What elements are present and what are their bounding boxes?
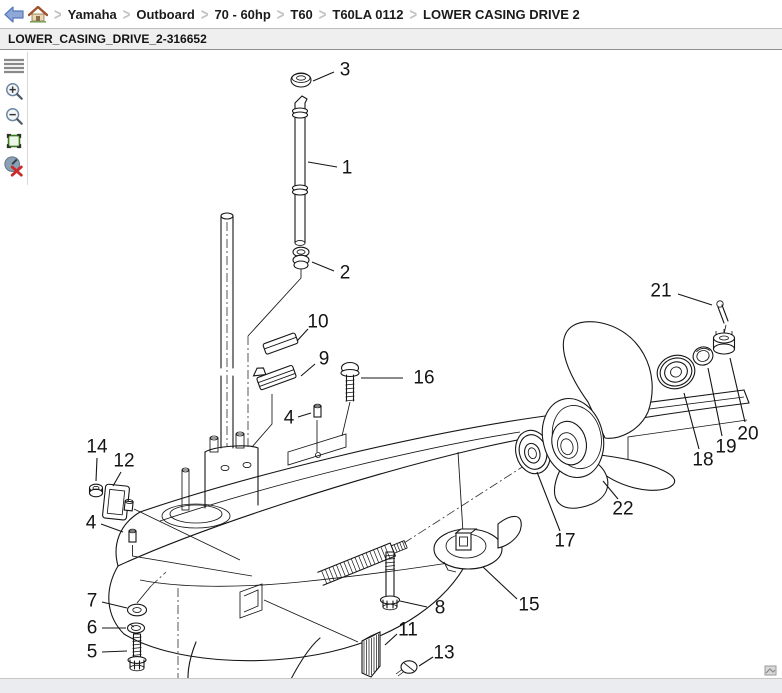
part-callout-8[interactable]: 8 [435,598,446,619]
back-arrow-icon[interactable] [4,5,24,23]
part-leader-20 [729,357,746,423]
damper-part10 [262,332,299,355]
part-leader-11 [384,633,398,646]
part-leader-4 [100,523,124,533]
breadcrumb-item-yamaha[interactable]: Yamaha [67,6,117,22]
cotter-pin-part21 [716,300,729,324]
status-bar [0,678,782,693]
part-callout-22[interactable]: 22 [612,499,633,520]
prop-axis-line [403,461,531,544]
spacer-part17 [515,429,551,475]
dowel-pin-part4-top [313,403,322,418]
bolt-part8 [379,551,401,611]
breadcrumb-separator: > [122,4,131,24]
home-icon[interactable] [28,5,48,23]
washer-part19 [692,346,714,366]
part-callout-16[interactable]: 16 [413,368,434,389]
breadcrumb-item-outboard[interactable]: Outboard [136,6,195,22]
part-leader-1 [307,161,338,168]
propeller-shaft-art [317,540,408,586]
breadcrumb: > Yamaha > Outboard >70 - 60hp > T60 > T60LA 011… [54,4,580,24]
fit-to-screen-icon[interactable] [3,130,25,152]
part-leader-4 [297,412,312,418]
part-leader-5 [101,650,128,653]
part-leader-8 [399,600,428,608]
breadcrumb-item-70-60hp[interactable]: 70 - 60hp [214,6,271,22]
breadcrumb-item-t60la-0112[interactable]: T60LA 0112 [332,6,404,22]
dowel-pin-part4-left [128,528,137,543]
propeller-part22 [541,321,676,509]
magnifier-cancel-icon[interactable] [3,155,25,177]
part-callout-9[interactable]: 9 [319,349,330,370]
water-tube-seal-part3 [290,72,312,88]
tube-bushing-part2 [292,246,310,270]
part-leader-10 [296,328,309,342]
part-callout-3[interactable]: 3 [340,60,351,81]
retainer-part9 [252,364,297,391]
part-leader-19 [707,367,723,437]
part-leader-3 [312,71,335,82]
claw-washer-part15 [433,515,522,573]
part-leader-22 [602,480,619,500]
part-leader-2 [311,261,335,272]
tab-bar: LOWER_CASING_DRIVE_2-316652 [0,28,782,50]
part-leader-7 [101,601,128,609]
part-callout-4[interactable]: 4 [86,513,97,534]
zoom-in-icon[interactable] [3,80,25,102]
viewer-toolbar [0,52,28,185]
part-leader-13 [418,656,434,667]
part-leader-12 [112,471,122,487]
part-callout-13[interactable]: 13 [433,643,454,664]
breadcrumb-separator: > [200,4,209,24]
part-callout-6[interactable]: 6 [87,618,98,639]
breadcrumb-item-lower-casing-drive-2: LOWER CASING DRIVE 2 [423,6,580,22]
breadcrumb-bar: > Yamaha > Outboard >70 - 60hp > T60 > T60LA 011… [0,0,782,28]
nut-part14 [88,483,104,498]
part-callout-19[interactable]: 19 [715,437,736,458]
anode-plate-part12 [102,483,134,521]
zoom-out-icon[interactable] [3,105,25,127]
part-callout-18[interactable]: 18 [692,450,713,471]
part-callout-5[interactable]: 5 [87,642,98,663]
bolt-part5 [127,633,147,672]
driveshaft-art [220,212,234,449]
part-leader-15 [482,566,518,600]
assembly-lines [132,268,727,604]
breadcrumb-separator: > [54,4,62,24]
part-leader-17 [536,471,561,532]
breadcrumb-separator: > [276,4,285,24]
part-callout-17[interactable]: 17 [554,531,575,552]
part-callout-7[interactable]: 7 [87,591,98,612]
breadcrumb-item-t60[interactable]: T60 [290,6,313,22]
part-callout-10[interactable]: 10 [307,312,328,333]
part-callout-1[interactable]: 1 [342,158,353,179]
part-callout-20[interactable]: 20 [737,424,758,445]
menu-lines-icon[interactable] [3,55,25,77]
tab-drawing-name[interactable]: LOWER_CASING_DRIVE_2-316652 [8,32,207,46]
part-leader-9 [300,363,316,377]
washer-part7 [126,603,148,617]
part-callout-14[interactable]: 14 [86,437,108,458]
trim-tab-anode-part11 [361,631,381,678]
part-callout-11[interactable]: 11 [398,620,418,641]
bolt-part16 [340,361,360,402]
screw-part13 [395,660,418,677]
part-callout-21[interactable]: 21 [650,281,671,302]
breadcrumb-separator: > [409,4,418,24]
part-leader-18 [683,392,700,450]
part-callout-2[interactable]: 2 [340,263,351,284]
part-callout-4[interactable]: 4 [284,408,295,429]
part-leader-21 [677,293,713,306]
part-callout-12[interactable]: 12 [113,451,134,472]
lower-casing-art [108,389,750,693]
castle-nut-part20 [712,329,736,355]
water-tube-part1 [291,95,309,246]
part-callout-15[interactable]: 15 [518,595,539,616]
part-leader-14 [95,457,98,482]
breadcrumb-separator: > [318,4,327,24]
spring-washer-part6 [126,622,146,634]
thrust-washer-part18 [656,354,696,390]
corner-watermark-icon [764,665,777,676]
